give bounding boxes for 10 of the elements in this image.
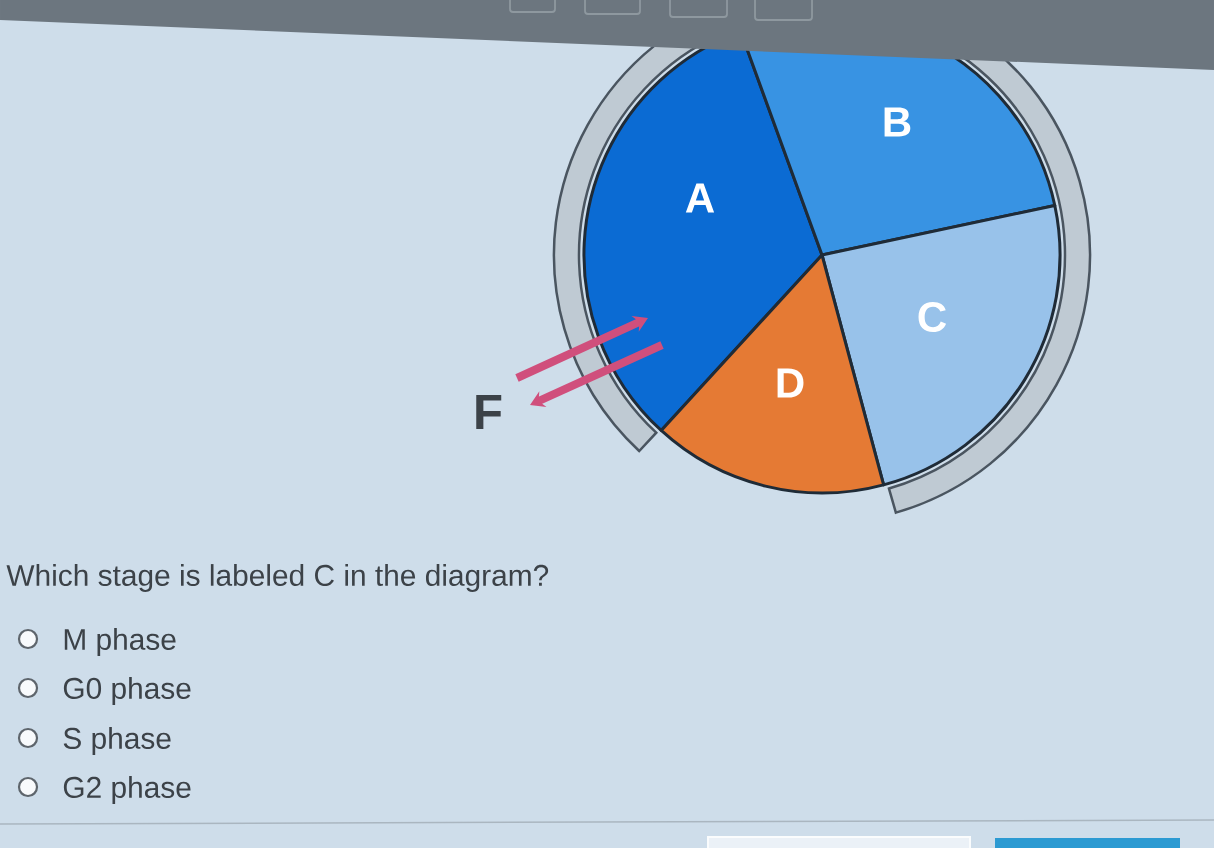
answer-option: G0 phase xyxy=(63,677,191,705)
answer-option: G2 phase xyxy=(63,776,191,804)
question-text: Which stage is labeled C in the diagram? xyxy=(6,564,549,592)
arrow xyxy=(515,316,648,382)
stage-letter: F xyxy=(476,395,502,429)
cycle-sector: D xyxy=(659,253,886,495)
answer-option: S phase xyxy=(63,727,171,755)
answer-option: M phase xyxy=(64,628,176,656)
cycle-sector: C xyxy=(820,204,1062,487)
arrow xyxy=(530,341,664,408)
